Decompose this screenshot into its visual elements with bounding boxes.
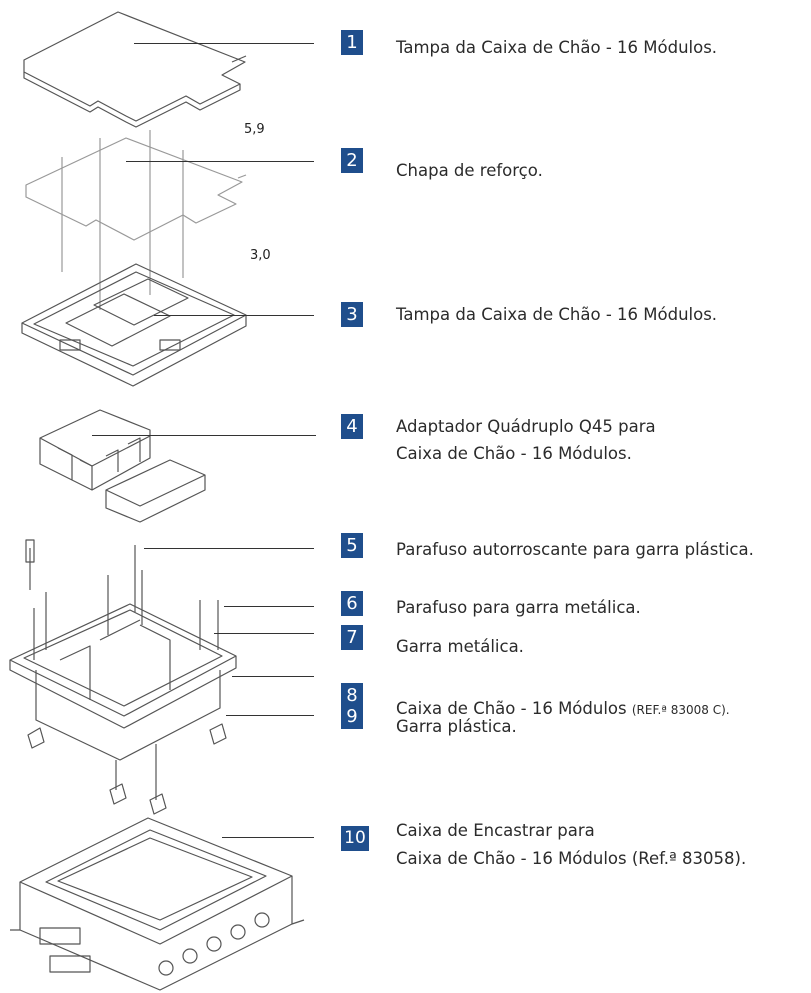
- part-label-1: Tampa da Caixa de Chão - 16 Módulos.: [396, 38, 718, 57]
- part-label-9: Garra plástica.: [396, 717, 517, 736]
- leader-line-9: [226, 715, 314, 716]
- floor-box-drawing: [9, 539, 237, 815]
- part-number-badge-2: 2: [341, 148, 363, 173]
- flush-box-drawing: [10, 817, 305, 991]
- part-label-8: Caixa de Chão - 16 Módulos (REF.ª 83008 …: [396, 696, 730, 723]
- part-number-badge-5: 5: [341, 533, 363, 558]
- part-label-4-line2: Caixa de Chão - 16 Módulos.: [396, 444, 632, 463]
- part-number-badge-1: 1: [341, 30, 363, 55]
- leader-line-10: [222, 837, 314, 838]
- part-number-badge-3: 3: [341, 302, 363, 327]
- part-label-4-line1: Adaptador Quádruplo Q45 para: [396, 417, 656, 436]
- part-label-10-line2: Caixa de Chão - 16 Módulos (Ref.ª 83058)…: [396, 849, 747, 868]
- adapter-drawing: [39, 409, 206, 523]
- part-label-10-line1: Caixa de Encastrar para: [396, 821, 595, 840]
- part-number-badge-7: 7: [341, 625, 363, 650]
- leader-line-1: [134, 43, 314, 44]
- leader-line-6: [224, 606, 314, 607]
- part-number-badge-8: 8: [341, 683, 363, 708]
- dimension-label-top: 5,9: [244, 122, 265, 137]
- part-label-5: Parafuso autorroscante para garra plásti…: [396, 540, 754, 559]
- leader-line-4: [92, 435, 316, 436]
- part-number-badge-4: 4: [341, 414, 363, 439]
- leader-line-3: [154, 315, 314, 316]
- part-label-7: Garra metálica.: [396, 637, 524, 656]
- leader-line-7: [214, 633, 314, 634]
- part-number-badge-10: 10: [341, 826, 369, 851]
- part-label-6: Parafuso para garra metálica.: [396, 598, 641, 617]
- cover-plate-drawing: [23, 11, 247, 128]
- reinforcement-sheet-drawing: [25, 130, 247, 310]
- leader-line-8: [232, 676, 314, 677]
- part-number-badge-9: 9: [341, 704, 363, 729]
- part-label-8-ref: (REF.ª 83008 C).: [631, 703, 730, 717]
- part-label-3: Tampa da Caixa de Chão - 16 Módulos.: [396, 305, 718, 324]
- part-label-2: Chapa de reforço.: [396, 161, 543, 180]
- part-number-badge-6: 6: [341, 591, 363, 616]
- part-label-8-text: Caixa de Chão - 16 Módulos: [396, 699, 627, 718]
- dimension-label-bottom: 3,0: [250, 248, 271, 263]
- leader-line-2: [126, 161, 314, 162]
- leader-line-5: [144, 548, 314, 549]
- frame-cover-drawing: [21, 263, 247, 387]
